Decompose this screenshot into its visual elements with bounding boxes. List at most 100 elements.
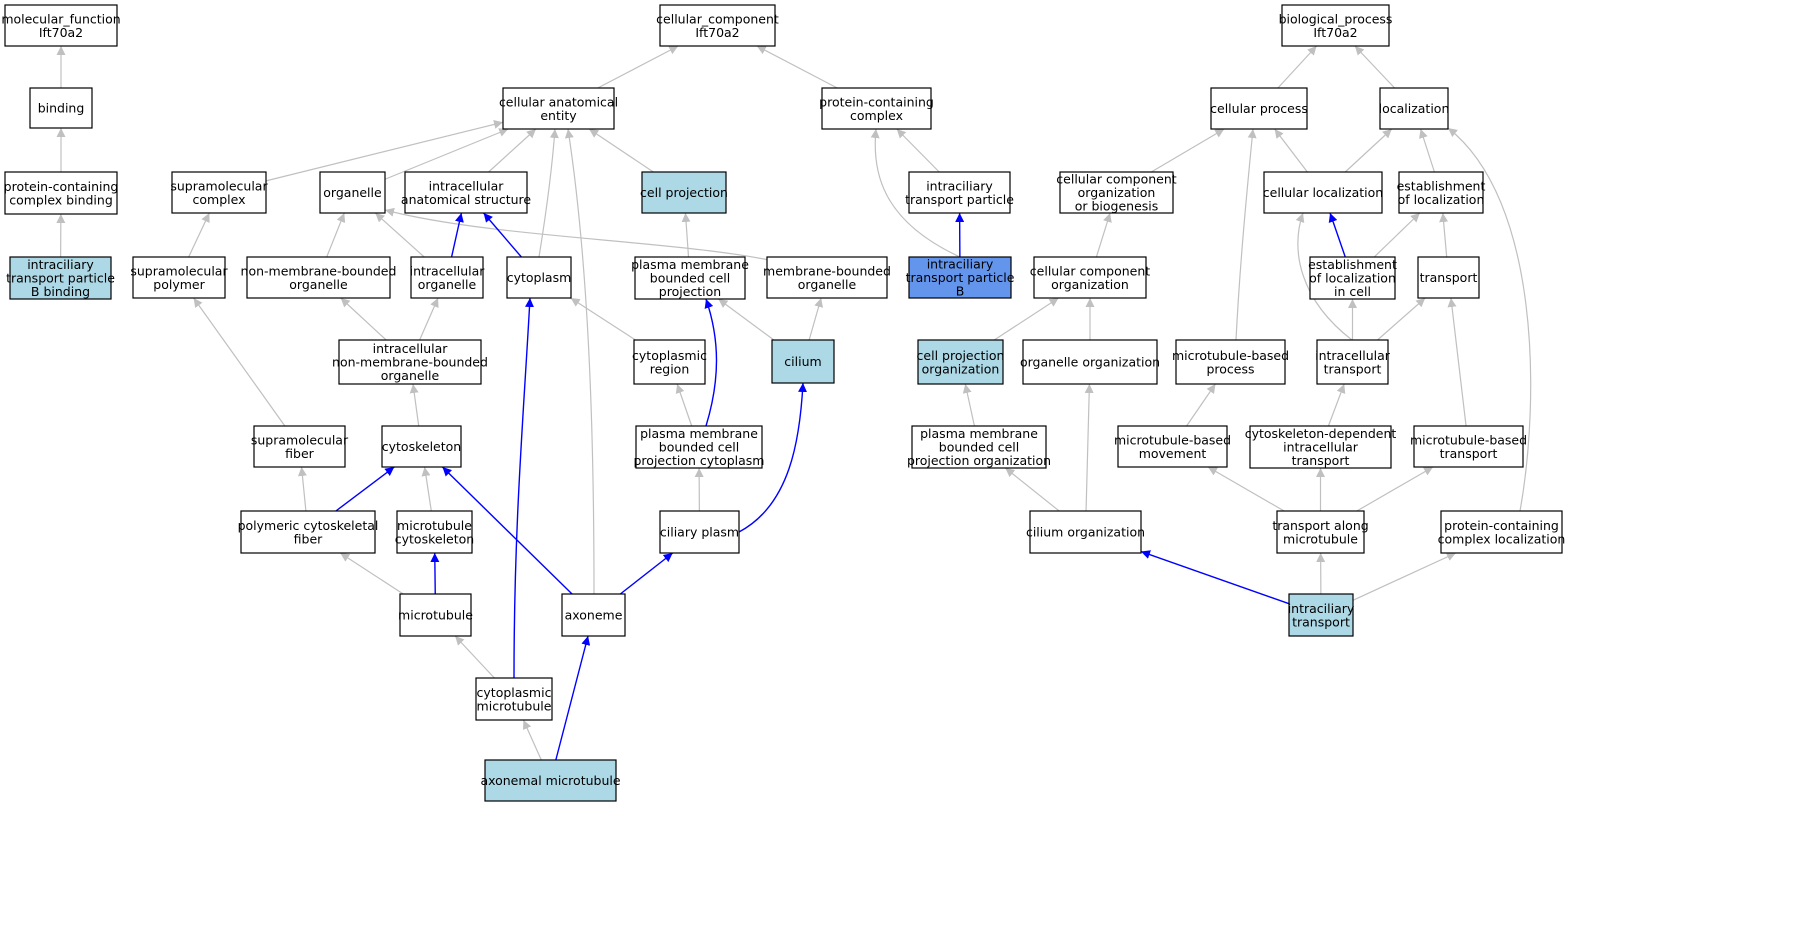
go-term-node-microtubule[interactable]: microtubule — [398, 593, 473, 637]
node-box — [132, 256, 226, 299]
node-label: movement — [1139, 446, 1207, 461]
node-box — [381, 425, 462, 468]
node-label: complex — [850, 108, 903, 123]
go-term-node-binding[interactable]: binding — [29, 87, 93, 129]
go-term-node-cell_projection[interactable]: cell projection — [640, 171, 728, 214]
go-term-node-cell_loc[interactable]: cellular localization — [1263, 171, 1383, 214]
go-term-node-localization[interactable]: localization — [1379, 87, 1450, 130]
edge-est_loc_cell-to-est_loc — [1373, 212, 1421, 258]
node-box — [908, 256, 1012, 299]
go-term-node-cell_process[interactable]: cellular process — [1210, 87, 1308, 130]
node-box — [659, 4, 776, 47]
edge-pcc-to-cc_root — [756, 45, 838, 89]
node-label: microtubule-based — [1114, 432, 1231, 447]
go-term-node-inmbo[interactable]: intracellularnon-membrane-boundedorganel… — [332, 339, 488, 385]
go-term-node-org_org[interactable]: organelle organization — [1020, 339, 1160, 385]
edge-est_loc_cell-to-cell_loc — [1328, 212, 1346, 258]
node-box — [29, 87, 93, 129]
edge-mt_cytoskeleton-to-cytoskeleton — [421, 466, 432, 512]
go-term-node-cilium[interactable]: cilium — [771, 339, 835, 384]
node-label: bounded cell — [939, 440, 1019, 455]
edge-itp-to-pcc — [896, 128, 940, 173]
go-term-node-cytoskeleton[interactable]: cytoskeleton — [381, 425, 462, 468]
node-label: organization — [922, 361, 1000, 376]
edge-intra_transport-to-transport — [1377, 297, 1426, 341]
node-label: bounded cell — [659, 440, 739, 455]
node-label: intraciliary — [926, 178, 993, 193]
node-box — [4, 4, 118, 47]
edge-cytoskeleton-to-inmbo — [409, 383, 420, 427]
edge-ias-to-cae — [488, 128, 537, 173]
node-box — [1249, 425, 1392, 469]
node-box — [634, 256, 746, 300]
node-box — [1309, 256, 1396, 300]
node-label: bounded cell — [650, 271, 730, 286]
edge-cytoplasm-to-ias — [483, 212, 522, 258]
node-label: transport — [1420, 270, 1478, 285]
node-label: intracellular — [373, 341, 449, 356]
go-term-node-cdit[interactable]: cytoskeleton-dependentintracellulartrans… — [1245, 425, 1397, 469]
edge-cilium-to-pmbcp — [718, 298, 775, 341]
edge-cilium_org-to-org_org — [1084, 383, 1094, 512]
go-term-node-axoneme[interactable]: axoneme — [561, 593, 626, 637]
node-box — [561, 593, 626, 637]
edge-intra_transport-to-cell_loc — [1295, 212, 1353, 341]
go-term-node-cilium_org[interactable]: cilium organization — [1026, 510, 1145, 554]
node-label: in cell — [1334, 284, 1371, 299]
node-label: non-membrane-bounded — [241, 263, 397, 278]
node-box — [1281, 4, 1390, 47]
node-label: axonemal microtubule — [480, 773, 620, 788]
node-label: ciliary plasm — [660, 525, 739, 540]
node-label: biological_process — [1279, 11, 1393, 26]
node-label: microtubule — [397, 518, 472, 533]
edge-pmbcp_cyto-to-cyto_region — [675, 383, 693, 427]
go-term-node-axo_mt[interactable]: axonemal microtubule — [480, 759, 621, 802]
node-box — [246, 256, 391, 299]
edge-est_loc-to-localization — [1419, 128, 1435, 173]
go-term-node-transport[interactable]: transport — [1417, 256, 1480, 299]
node-label: protein-containing — [1444, 518, 1559, 533]
node-box — [911, 425, 1047, 469]
node-label: transport — [1324, 361, 1382, 376]
edge-cyto_mt-to-cytoplasm — [513, 297, 535, 679]
go-term-node-cytoplasm[interactable]: cytoplasm — [506, 256, 572, 299]
node-label: organelle organization — [1020, 355, 1160, 370]
go-term-node-organelle[interactable]: organelle — [319, 171, 386, 214]
go-term-node-ciliary_plasm[interactable]: ciliary plasm — [659, 510, 740, 554]
